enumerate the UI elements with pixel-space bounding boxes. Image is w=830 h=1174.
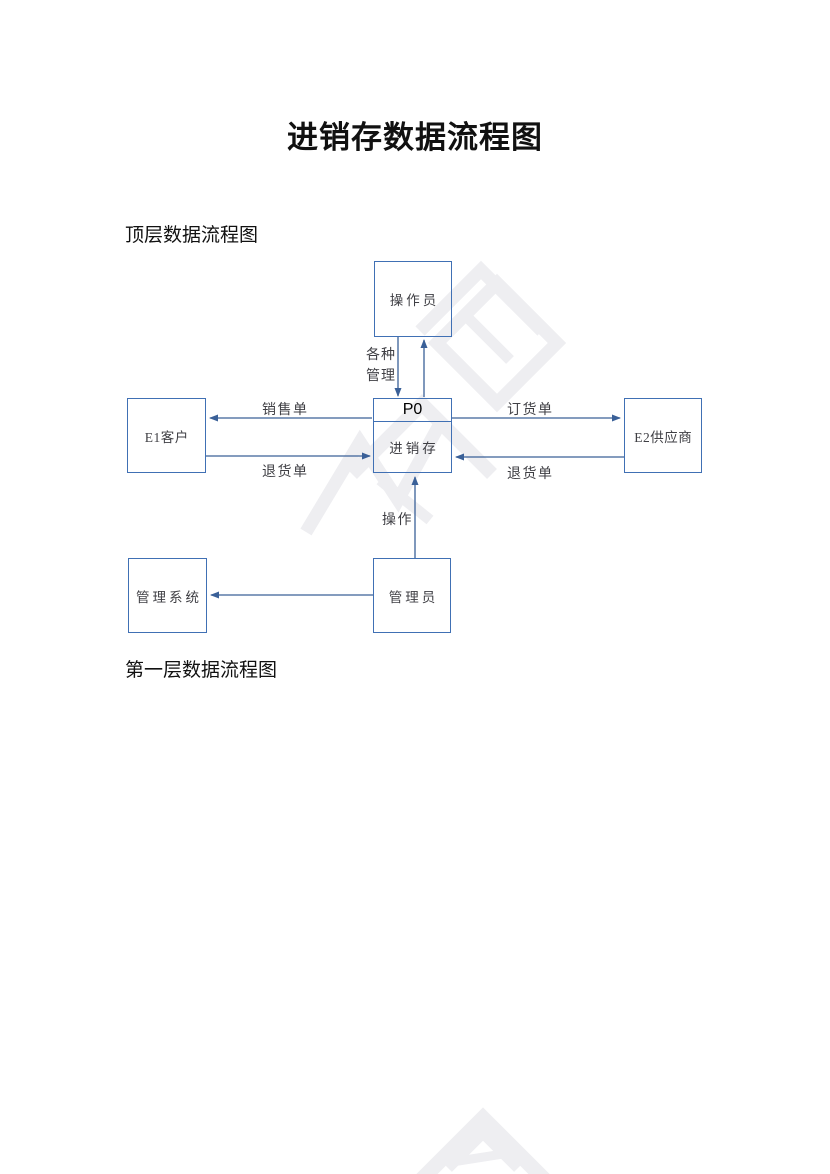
edge-label-return-order-right: 退货单 <box>507 467 554 482</box>
edge-label-sales-order: 销售单 <box>262 403 309 418</box>
node-mgmt-system-label: 管理系统 <box>136 589 202 605</box>
edge-label-operate: 操作 <box>382 513 413 528</box>
node-manager: 管理员 <box>373 558 451 633</box>
section-label-top: 顶层数据流程图 <box>125 225 259 246</box>
node-manager-label: 管理员 <box>388 589 439 605</box>
node-mgmt-system: 管理系统 <box>128 558 207 633</box>
node-p0-process: P0 进销存 <box>373 398 452 473</box>
section-label-bottom: 第一层数据流程图 <box>125 660 278 681</box>
node-e2-supplier: E2供应商 <box>624 398 702 473</box>
node-e1-label: E1客户 <box>144 429 189 445</box>
node-p0-label: 进销存 <box>389 441 439 456</box>
node-operator: 操作员 <box>374 261 452 337</box>
page-title: 进销存数据流程图 <box>287 120 543 155</box>
edge-label-purchase-order: 订货单 <box>507 403 554 418</box>
edge-label-return-order-left: 退货单 <box>262 465 309 480</box>
node-operator-label: 操作员 <box>389 293 440 308</box>
edge-label-various-management: 各种管理 <box>366 348 396 384</box>
node-e1-customer: E1客户 <box>127 398 206 473</box>
node-p0-code: P0 <box>374 399 451 422</box>
node-e2-label: E2供应商 <box>634 429 693 445</box>
